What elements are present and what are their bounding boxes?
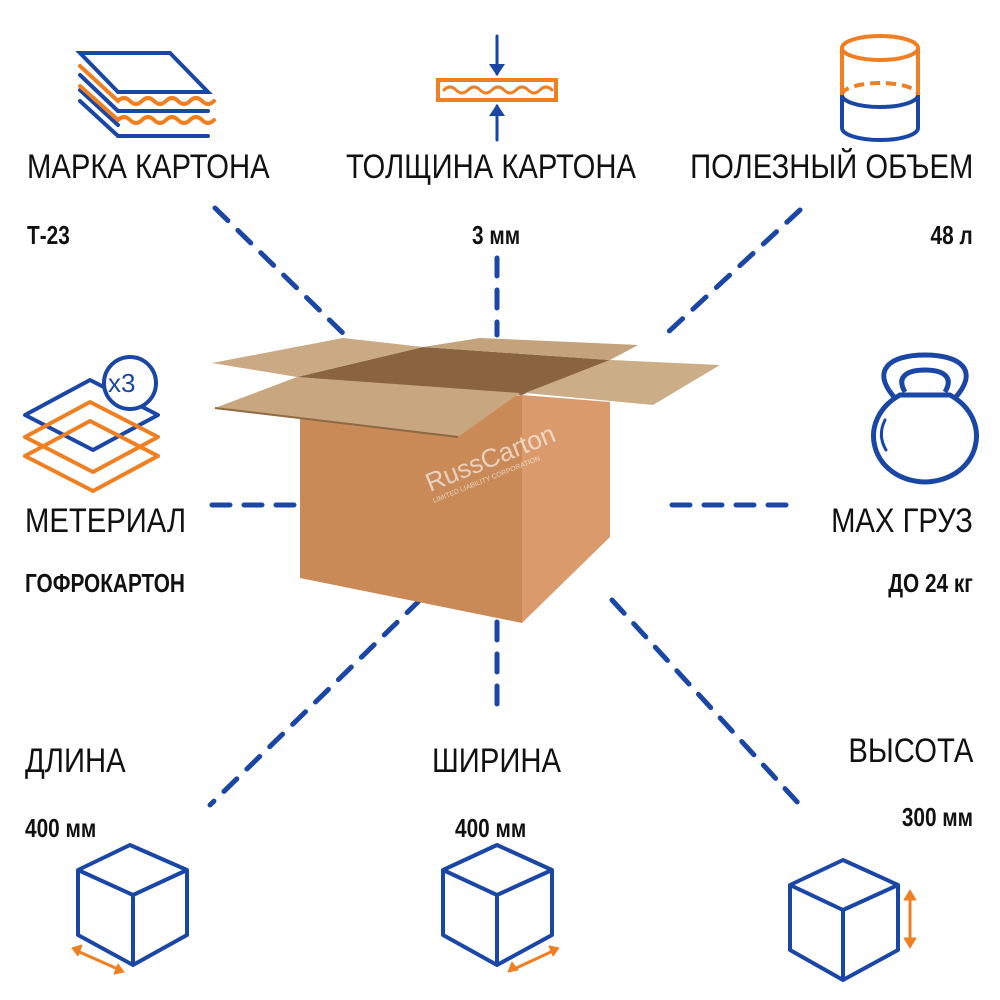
height-value: 300 мм xyxy=(901,802,973,832)
weight-kettlebell-icon xyxy=(871,352,979,485)
brand-value: Т-23 xyxy=(27,220,70,250)
height-cube-icon xyxy=(788,858,917,982)
length-label: ДЛИНА xyxy=(25,742,126,780)
width-cube-icon xyxy=(441,843,560,973)
height-label: ВЫСОТА xyxy=(847,732,973,770)
length-value: 400 мм xyxy=(25,813,97,843)
material-value: ГОФРОКАРТОН xyxy=(25,568,185,598)
max-load-label: MAX ГРУЗ xyxy=(831,502,973,540)
carton-layers-icon xyxy=(75,51,216,138)
volume-cylinder-icon xyxy=(840,34,920,142)
max-load-value: ДО 24 кг xyxy=(888,568,973,598)
length-cube-icon xyxy=(71,843,189,975)
thickness-value: 3 мм xyxy=(472,220,521,250)
thickness-icon xyxy=(436,34,558,142)
volume-value: 48 л xyxy=(930,220,973,250)
cardboard-box-image: RussCarton LIMITED LIABILITY CORPORATION xyxy=(212,338,720,623)
width-value: 400 мм xyxy=(455,813,527,843)
thickness-label: ТОЛЩИНА КАРТОНА xyxy=(346,148,636,186)
connector-lines xyxy=(207,205,803,808)
material-label: МЕТЕРИАЛ xyxy=(25,502,187,540)
width-label: ШИРИНА xyxy=(432,742,561,780)
volume-label: ПОЛЕЗНЫЙ ОБЪЕМ xyxy=(689,148,973,186)
brand-label: МАРКА КАРТОНА xyxy=(27,148,270,186)
layers-badge: x3 xyxy=(108,368,136,398)
material-sheets-icon xyxy=(23,355,160,493)
